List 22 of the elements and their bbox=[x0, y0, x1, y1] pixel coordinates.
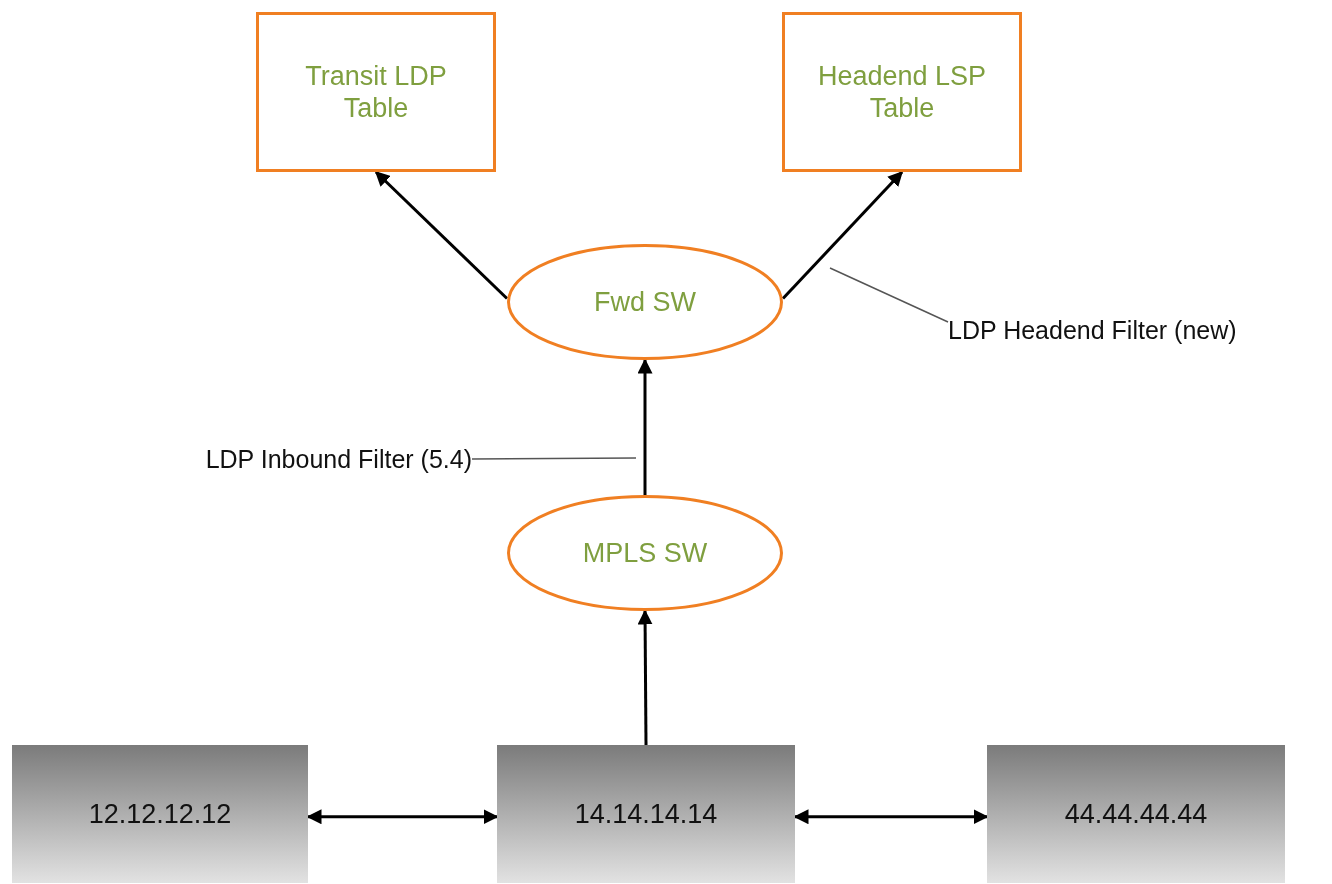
node-label: Fwd SW bbox=[594, 285, 696, 319]
process-ellipse bbox=[507, 495, 783, 611]
table-box bbox=[782, 12, 1022, 172]
host-box bbox=[987, 745, 1285, 883]
table-box bbox=[256, 12, 496, 172]
node-label: MPLS SW bbox=[582, 536, 708, 570]
process-ellipse bbox=[507, 244, 783, 360]
node-label: Headend LSP Table bbox=[816, 59, 988, 125]
ip-address-label: 12.12.12.12 bbox=[88, 798, 232, 830]
arrow bbox=[374, 170, 509, 300]
annotation-text: LDP Headend Filter (new) bbox=[948, 315, 1237, 345]
arrow bbox=[637, 358, 653, 495]
host-box bbox=[497, 745, 795, 883]
annotation-text: LDP Inbound Filter (5.4) bbox=[205, 444, 472, 474]
arrow bbox=[781, 170, 904, 300]
leader-line bbox=[829, 267, 949, 323]
host-box bbox=[12, 745, 308, 883]
node-label: Transit LDP Table bbox=[304, 59, 448, 125]
leader-line bbox=[471, 457, 637, 460]
arrow bbox=[637, 609, 653, 745]
ip-address-label: 44.44.44.44 bbox=[1064, 798, 1208, 830]
ip-address-label: 14.14.14.14 bbox=[574, 798, 718, 830]
